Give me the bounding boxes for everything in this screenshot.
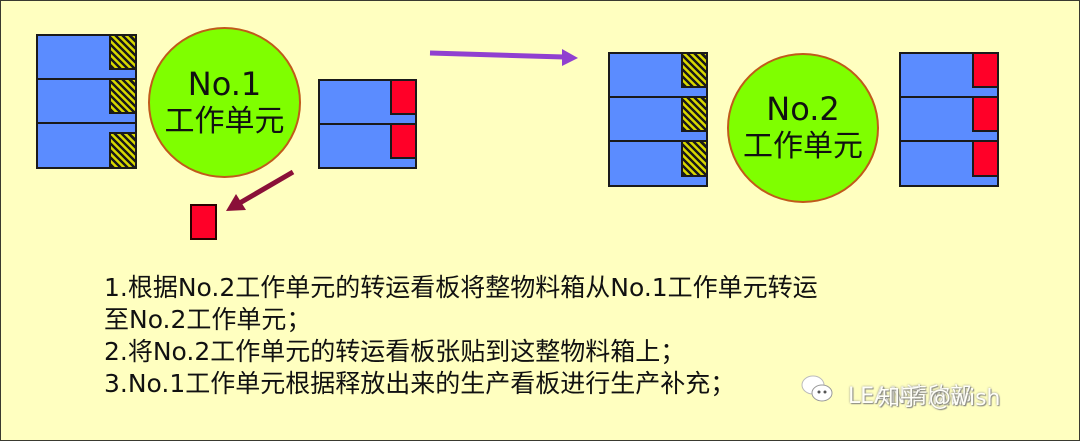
steps-text: 1.根据No.2工作单元的转运看板将整物料箱从No.1工作单元转运至No.2工作… bbox=[104, 272, 818, 400]
transport-kanban-hatched bbox=[109, 78, 137, 114]
work-cell-no1: No.1 工作单元 bbox=[148, 27, 301, 178]
production-kanban bbox=[972, 52, 999, 88]
step-1-line-1: 1.根据No.2工作单元的转运看板将整物料箱从No.1工作单元转运 bbox=[104, 273, 818, 302]
cell-no2-label: 工作单元 bbox=[743, 129, 863, 164]
production-kanban bbox=[972, 96, 999, 132]
step-3: 3.No.1工作单元根据释放出来的生产看板进行生产补充； bbox=[104, 369, 736, 398]
transport-kanban-hatched bbox=[681, 96, 708, 132]
production-kanban bbox=[972, 140, 999, 177]
transport-kanban-hatched bbox=[109, 34, 137, 70]
step-1-line-2: 至No.2工作单元； bbox=[104, 305, 312, 334]
production-kanban bbox=[390, 123, 417, 159]
work-cell-no2: No.2 工作单元 bbox=[727, 53, 879, 203]
release-arrow-icon bbox=[226, 169, 295, 211]
watermark-text-a: LEAN清欣部 bbox=[848, 384, 972, 409]
released-production-kanban bbox=[190, 204, 217, 240]
transfer-arrow-icon bbox=[429, 49, 578, 66]
transport-kanban-hatched bbox=[681, 140, 708, 177]
transport-kanban-hatched bbox=[681, 52, 708, 88]
production-kanban bbox=[390, 79, 417, 115]
transport-kanban-hatched bbox=[109, 132, 137, 169]
wechat-icon bbox=[801, 375, 833, 402]
cell-no1-number: No.1 bbox=[187, 64, 262, 103]
cell-no2-number: No.2 bbox=[766, 90, 840, 128]
cell-no1-label: 工作单元 bbox=[164, 103, 285, 139]
watermark-text-b: 知乎 @wish bbox=[878, 386, 1001, 411]
container-box bbox=[318, 123, 417, 169]
step-2: 2.将No.2工作单元的转运看板张贴到这整物料箱上； bbox=[104, 337, 686, 366]
